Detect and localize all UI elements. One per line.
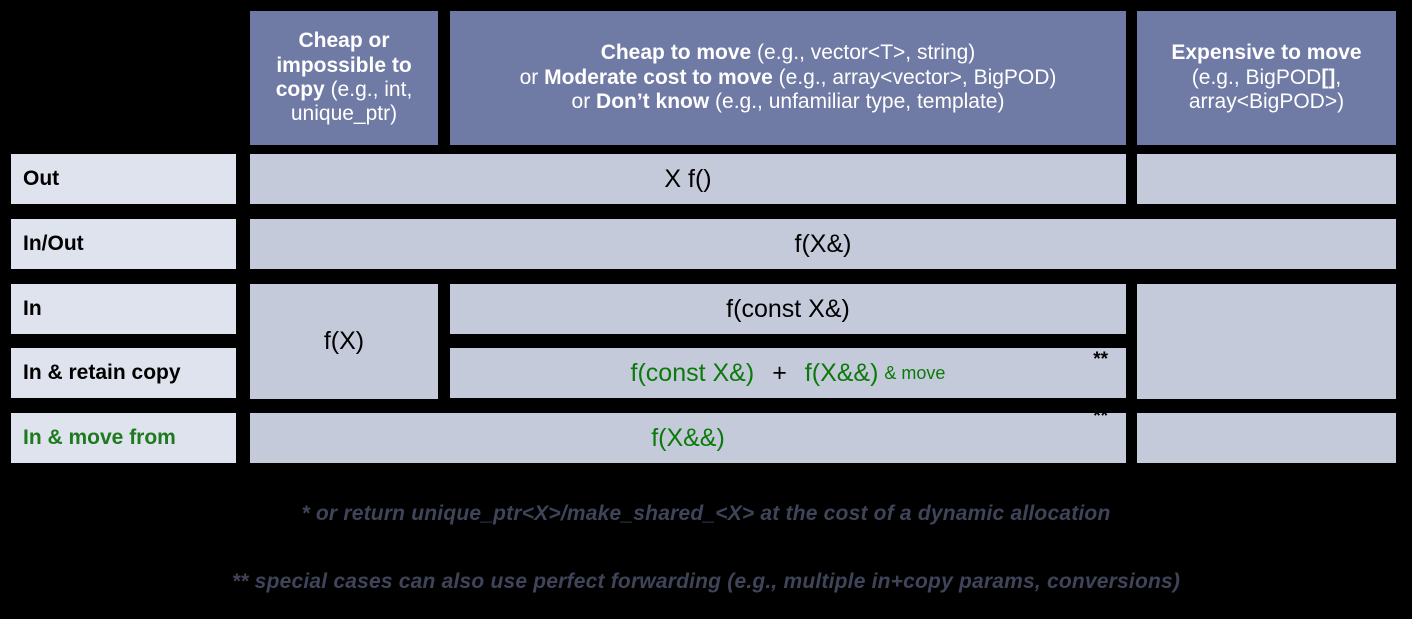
column-header-example-line2: , array<BigPOD>) bbox=[1188, 65, 1345, 114]
row-label-text: In & retain copy bbox=[23, 360, 181, 384]
cell-value: X f() bbox=[664, 164, 712, 193]
footnote-marker-double-star: ** bbox=[1093, 349, 1108, 370]
cell-in-main: f(const X&) bbox=[450, 284, 1126, 334]
column-header-line3-prefix: or bbox=[571, 90, 597, 114]
cell-in-expensive bbox=[1137, 284, 1396, 399]
footnote-single-star: * or return unique_ptr<X>/make_shared_<X… bbox=[301, 502, 1111, 525]
column-header-strong: Expensive to move bbox=[1171, 41, 1362, 65]
row-label-text: In & move from bbox=[23, 425, 176, 449]
column-header-text: Expensive to move (e.g., BigPOD[], array… bbox=[1143, 41, 1390, 114]
cell-value: f(X&&) bbox=[651, 423, 725, 452]
cell-value: f(X&) bbox=[794, 229, 852, 258]
cell-movefrom-main: f(X&&) ** bbox=[250, 407, 1126, 463]
row-label-text: In/Out bbox=[23, 231, 84, 255]
cell-out-main: X f() bbox=[250, 154, 1126, 204]
cell-value: f(const X&) bbox=[726, 294, 850, 323]
row-label-in-retain-copy: In & retain copy bbox=[11, 348, 236, 398]
row-label-in: In bbox=[11, 284, 236, 334]
column-header-example: (e.g., int, unique_ptr) bbox=[290, 78, 413, 126]
column-header-text: Cheap or impossible to copy (e.g., int, … bbox=[256, 29, 432, 126]
table-corner-cell bbox=[11, 11, 236, 145]
row-label-text: In bbox=[23, 296, 42, 320]
column-header-example-line1: (e.g., BigPOD bbox=[1191, 65, 1322, 89]
cell-in-cheapcopy-fx: f(X) bbox=[250, 284, 438, 399]
cell-inout-all: f(X&) bbox=[250, 219, 1396, 269]
row-label-out: Out bbox=[11, 154, 236, 204]
column-header-cheap-to-move: Cheap to move (e.g., vector<T>, string) … bbox=[450, 11, 1126, 145]
column-header-line2-example: (e.g., array<vector>, BigPOD) bbox=[772, 65, 1057, 89]
footnote-marker-double-star: ** bbox=[1093, 406, 1108, 427]
column-header-text: Cheap to move (e.g., vector<T>, string) … bbox=[520, 41, 1057, 114]
column-header-line3-example: (e.g., unfamiliar type, template) bbox=[709, 90, 1005, 114]
footnote-double-star: ** special cases can also use perfect fo… bbox=[231, 570, 1181, 593]
cell-value-move-suffix: & move bbox=[884, 362, 946, 383]
column-header-cheap-or-impossible-to-copy: Cheap or impossible to copy (e.g., int, … bbox=[250, 11, 438, 145]
column-header-line1-example: (e.g., vector<T>, string) bbox=[751, 41, 976, 65]
column-header-line2-strong: Moderate cost to move bbox=[544, 65, 773, 89]
cell-movefrom-expensive bbox=[1137, 413, 1396, 463]
column-header-example-bold: [] bbox=[1321, 65, 1336, 89]
cell-plus-sign: + bbox=[772, 358, 787, 387]
column-header-line1-strong: Cheap to move bbox=[600, 41, 752, 65]
row-label-text: Out bbox=[23, 166, 60, 190]
column-header-line2-prefix: or bbox=[519, 65, 545, 89]
cell-out-expensive bbox=[1137, 154, 1396, 204]
cell-value-left: f(const X&) bbox=[630, 358, 755, 387]
row-label-in-move-from: In & move from bbox=[11, 413, 236, 463]
column-header-expensive-to-move: Expensive to move (e.g., BigPOD[], array… bbox=[1137, 11, 1396, 145]
cell-value: f(X) bbox=[323, 327, 365, 355]
cell-value-right: f(X&&) bbox=[804, 358, 879, 387]
column-header-strong: Cheap or impossible to copy bbox=[275, 29, 412, 101]
row-label-in-out: In/Out bbox=[11, 219, 236, 269]
column-header-line3-strong: Don’t know bbox=[596, 90, 710, 114]
cell-retain-copy-main: f(const X&) + f(X&&) & move ** bbox=[450, 348, 1126, 398]
